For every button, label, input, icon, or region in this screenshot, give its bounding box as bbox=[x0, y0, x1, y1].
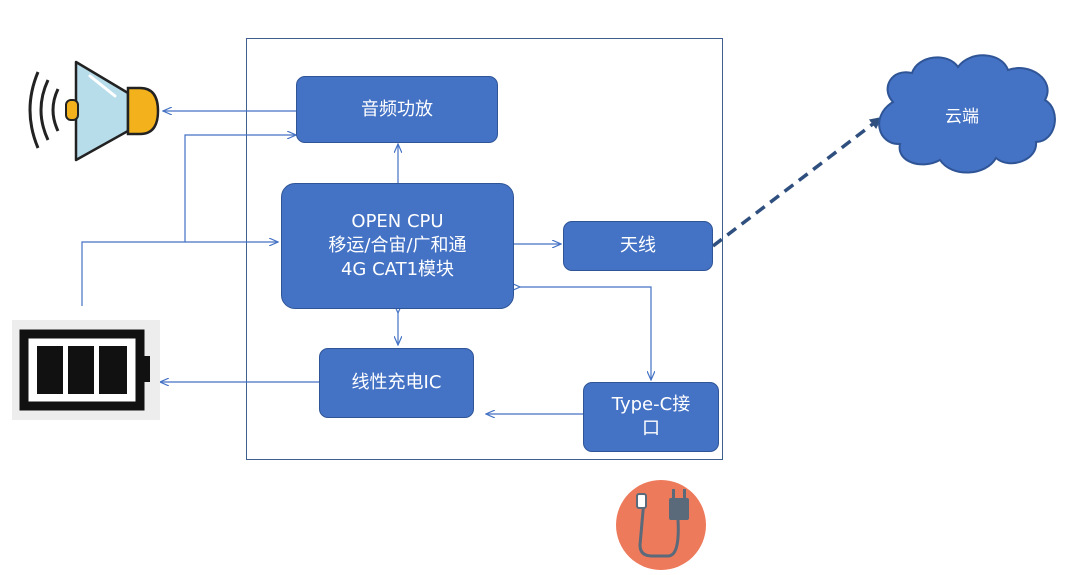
cloud-icon bbox=[878, 54, 1056, 174]
cpu-label-line3: 4G CAT1模块 bbox=[340, 259, 455, 280]
usb-charger-icon bbox=[616, 480, 706, 570]
arrow-antenna-to-cloud bbox=[711, 115, 884, 248]
audio-amplifier-block: 音频功放 bbox=[296, 76, 498, 143]
typec-label-line2: 口 bbox=[642, 418, 660, 439]
antenna-label: 天线 bbox=[620, 235, 656, 256]
cpu-label-line2: 移运/合宙/广和通 bbox=[328, 235, 467, 256]
charger-ic-label: 线性充电IC bbox=[351, 372, 442, 393]
cloud-label: 云端 bbox=[945, 107, 979, 127]
cpu-module-block: OPEN CPU 移运/合宙/广和通 4G CAT1模块 bbox=[281, 183, 514, 309]
arrow-typec-cpu bbox=[520, 287, 651, 380]
line-battery-feed bbox=[81, 135, 296, 306]
typec-label-line1: Type-C接 bbox=[611, 394, 691, 415]
antenna-block: 天线 bbox=[563, 221, 713, 271]
audio-amplifier-label: 音频功放 bbox=[361, 98, 433, 120]
charger-ic-block: 线性充电IC bbox=[319, 348, 474, 418]
speaker-icon bbox=[28, 60, 160, 162]
cpu-label-line1: OPEN CPU bbox=[351, 211, 444, 232]
typec-port-block: Type-C接 口 bbox=[583, 382, 719, 452]
battery-icon bbox=[12, 320, 160, 420]
module-boundary bbox=[246, 38, 723, 460]
